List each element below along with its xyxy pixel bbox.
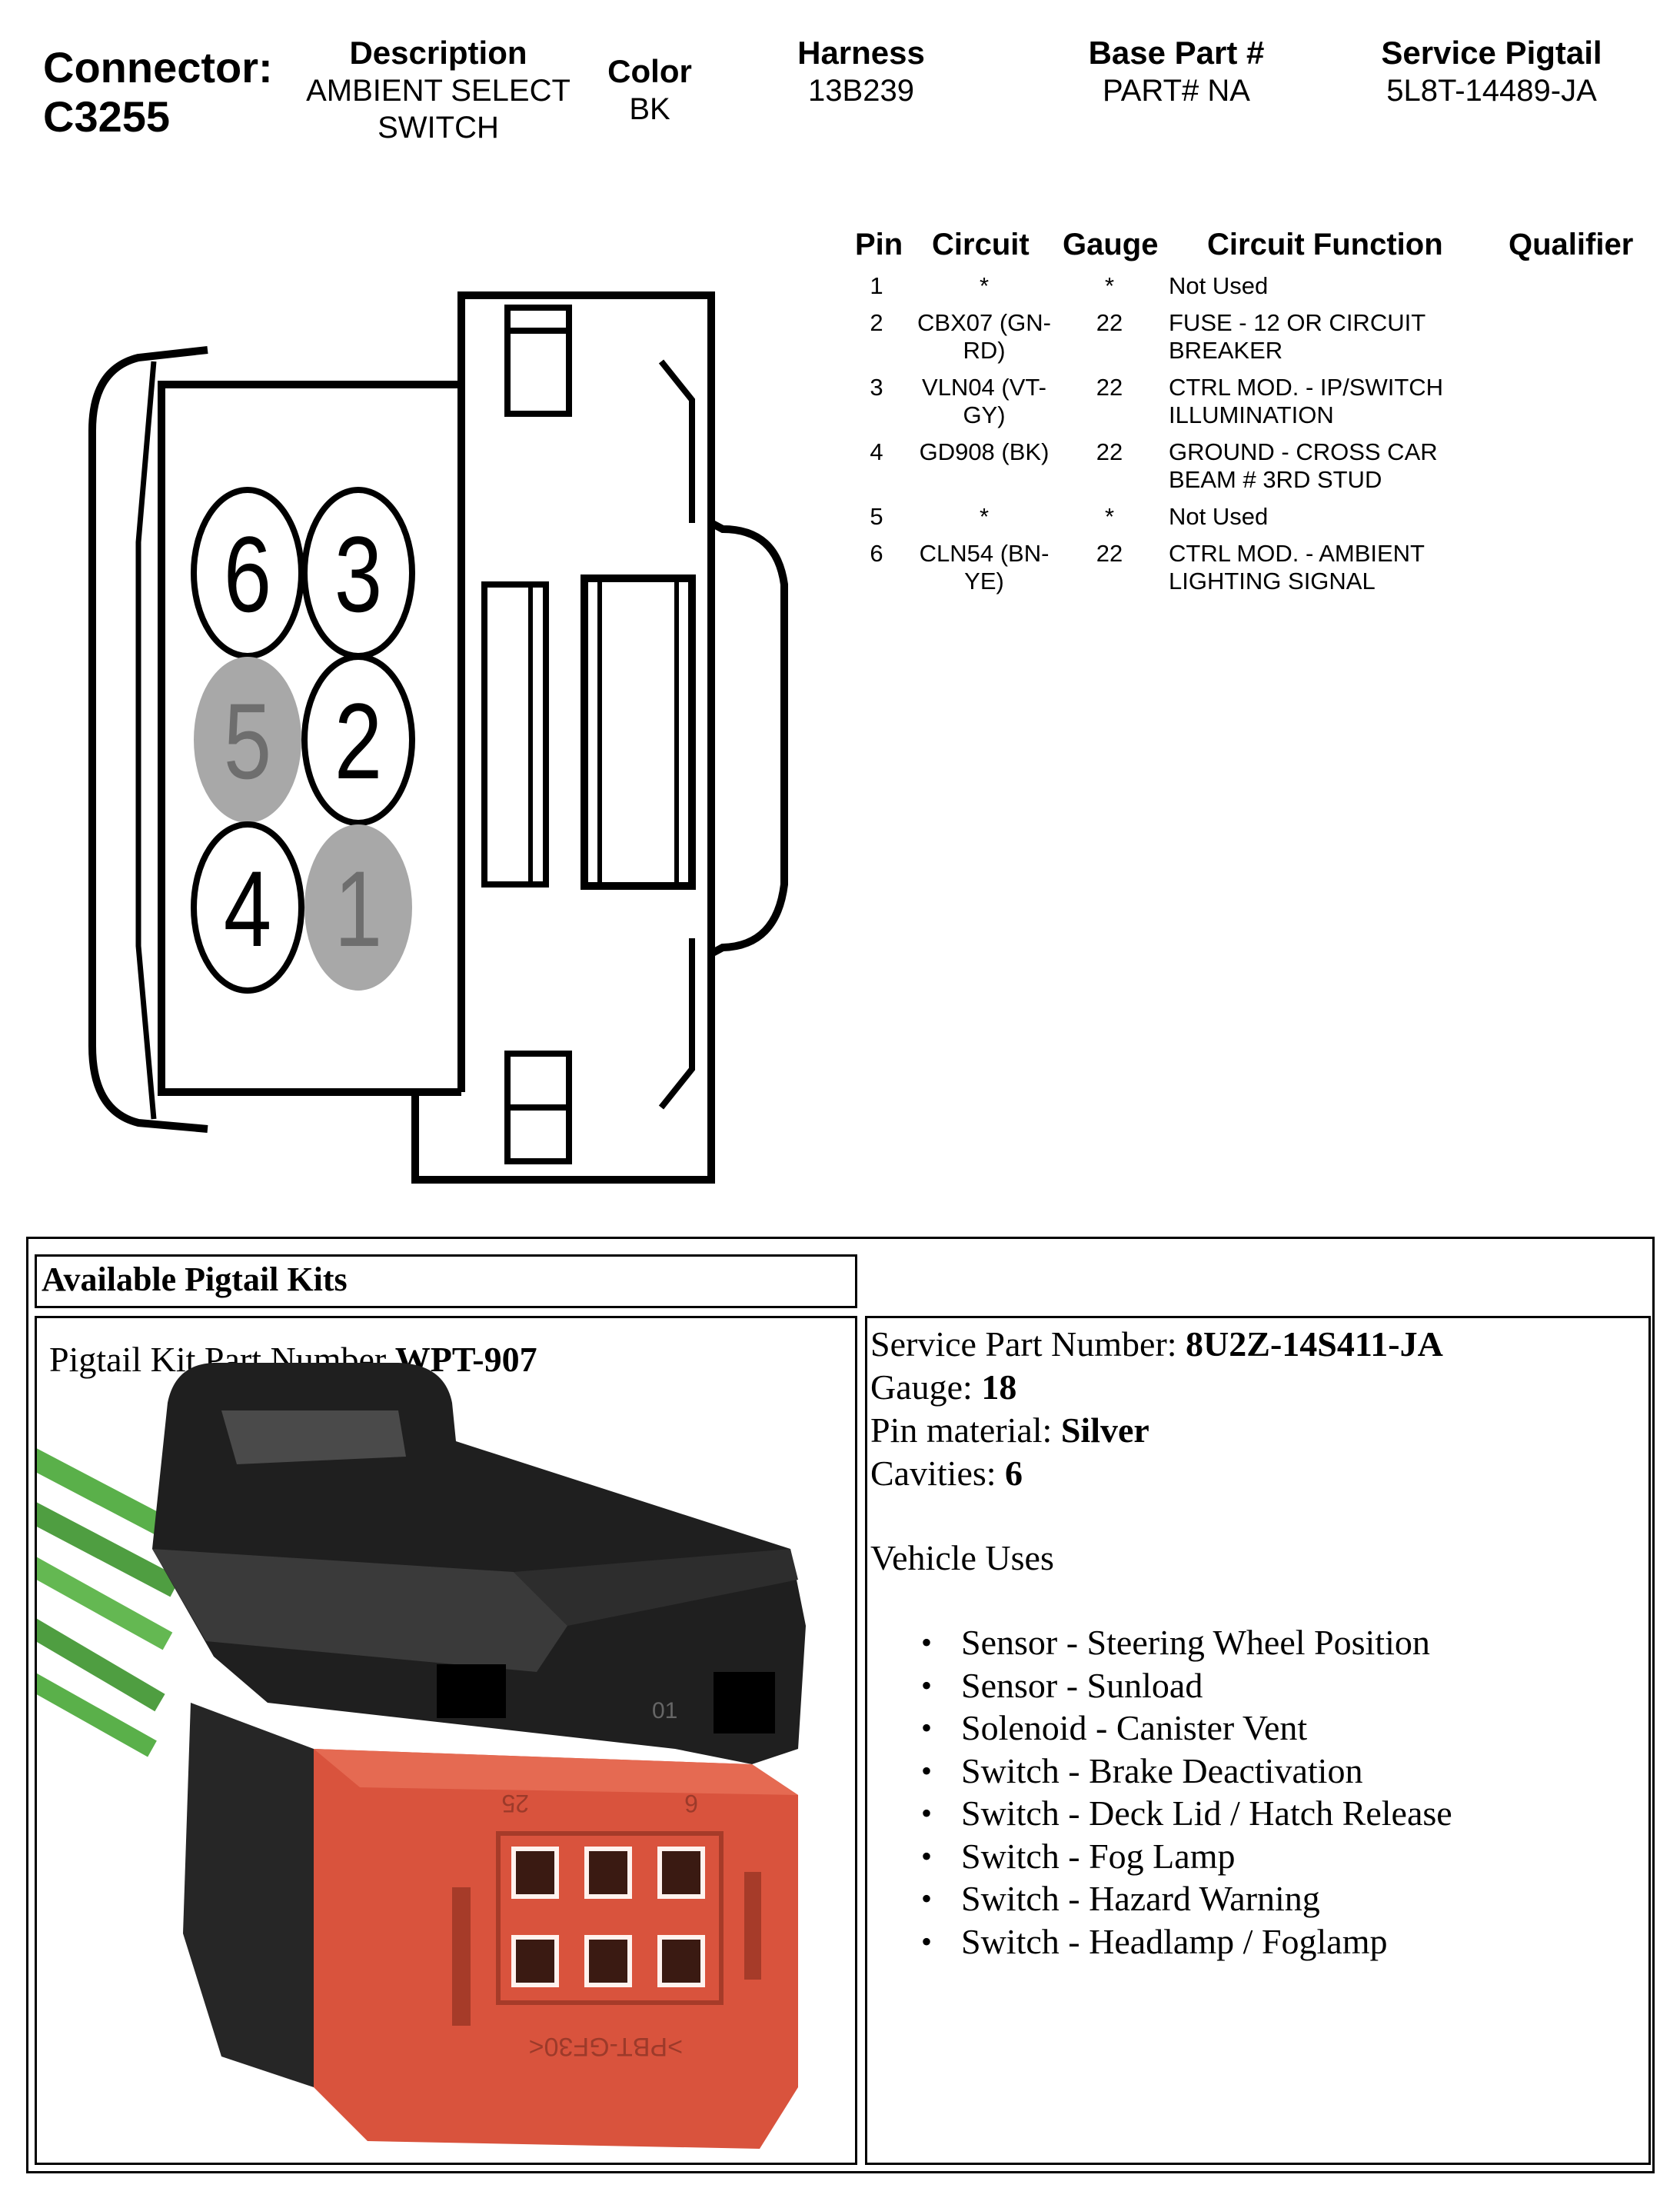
cavity-number: 6 [224,514,271,634]
photo-bottom-label: >PBT-GF30< [529,2032,683,2061]
pin-row-2-function: FUSE - 12 OR CIRCUIT BREAKER [1169,309,1426,364]
photo-pin-label-left: 25 [501,1790,529,1817]
color-label: Color [607,53,692,89]
pin-row-5-circuit: * [979,503,990,530]
pin-row-2-pin: 2 [870,309,883,336]
pin-table-header: Circuit Function [1207,228,1443,261]
pin-row-1-function: Not Used [1169,272,1269,299]
pin-row-6-circuit: CLN54 (BN-YE) [919,540,1050,594]
pin-row-6-function: CTRL MOD. - AMBIENT LIGHTING SIGNAL [1169,540,1425,594]
cavities-value: 6 [1005,1454,1023,1493]
harness-value: 13B239 [808,74,914,108]
pin-table-header: Circuit [932,228,1030,261]
cavity-5: 5 [194,657,301,823]
kits-title-cell: Available Pigtail Kits [35,1254,857,1308]
pin-row-2-gauge: 22 [1096,309,1123,336]
vehicle-use-item: Sensor - Sunload [921,1664,1648,1707]
pin-row-5-function: Not Used [1169,503,1269,530]
pin-row-6-gauge: 22 [1096,540,1123,567]
pin-table-header: Pin [855,228,903,261]
cavity-3: 3 [301,487,415,659]
pigtail-connector-photo: 01 25 6 >PBT-GF30< [37,1363,806,2149]
description-line2: SWITCH [378,111,499,145]
pin-row-3-gauge: 22 [1096,374,1123,401]
cavity-2: 2 [301,654,415,826]
vehicle-use-item: Switch - Fog Lamp [921,1835,1648,1878]
cavity-number: 2 [334,681,382,801]
service-part-label: Service Part Number: [870,1324,1186,1364]
vehicle-uses-list: Sensor - Steering Wheel PositionSensor -… [921,1621,1648,1963]
kits-title-spacer [865,1254,1651,1308]
pin-row-3-pin: 3 [870,374,883,401]
vehicle-uses-heading: Vehicle Uses [870,1538,1054,1577]
pin-material-label: Pin material: [870,1410,1061,1450]
vehicle-use-item: Switch - Headlamp / Foglamp [921,1920,1648,1963]
cavities-label: Cavities: [870,1454,1006,1493]
pin-row-1-gauge: * [1104,272,1115,299]
pin-row-5-gauge: * [1104,503,1115,530]
kits-title: Available Pigtail Kits [42,1261,348,1298]
pin-row-4-circuit: GD908 (BK) [919,438,1050,465]
pin-row-6-pin: 6 [870,540,883,567]
description-column: Description AMBIENT SELECT SWITCH [284,34,592,146]
photo-pin-label-right: 6 [684,1790,698,1817]
pin-row-1-circuit: * [979,272,990,299]
vehicle-use-item: Switch - Brake Deactivation [921,1750,1648,1793]
connector-label: Connector: [43,43,273,92]
cavity-number: 3 [334,514,382,634]
base-part-label: Base Part # [1088,35,1265,71]
cavity-number: 1 [334,848,382,969]
cavity-6: 6 [191,487,304,659]
pin-material: Pin material: Silver [870,1409,1648,1452]
gauge-label: Gauge: [870,1367,982,1407]
connector-heading: Connector: C3255 [43,43,273,142]
cavity-number: 4 [224,848,271,969]
description-label: Description [349,35,527,71]
pin-row-1-pin: 1 [870,272,883,299]
pin-row-2-circuit: CBX07 (GN-RD) [917,309,1051,364]
service-pigtail-label: Service Pigtail [1381,35,1602,71]
pin-row-4-function: GROUND - CROSS CAR BEAM # 3RD STUD [1169,438,1438,493]
base-part-column: Base Part # PART# NA [1053,34,1299,109]
harness-column: Harness 13B239 [738,34,984,109]
vehicle-use-item: Switch - Deck Lid / Hatch Release [921,1792,1648,1835]
photo-top-label: 01 [652,1698,677,1723]
pin-row-5-pin: 5 [870,503,883,530]
service-part-number: Service Part Number: 8U2Z-14S411-JA [870,1323,1648,1366]
pin-row-3-function: CTRL MOD. - IP/SWITCH ILLUMINATION [1169,374,1444,428]
cavity-4: 4 [191,821,304,994]
pin-row-4-gauge: 22 [1096,438,1123,465]
service-part-value: 8U2Z-14S411-JA [1186,1324,1443,1364]
kit-details-cell: Service Part Number: 8U2Z-14S411-JA Gaug… [865,1316,1651,2165]
pin-row-3-circuit: VLN04 (VT-GY) [922,374,1046,428]
service-pigtail-column: Service Pigtail 5L8T-14489-JA [1353,34,1630,109]
description-line1: AMBIENT SELECT [306,74,571,108]
connector-id: C3255 [43,92,171,141]
base-part-value: PART# NA [1103,74,1250,108]
harness-label: Harness [797,35,925,71]
pin-row-4-pin: 4 [870,438,883,465]
kit-photo-cell: Pigtail Kit Part Number WPT-907 01 25 6 [35,1316,857,2165]
kit-gauge: Gauge: 18 [870,1366,1648,1409]
vehicle-use-item: Switch - Hazard Warning [921,1877,1648,1920]
vehicle-use-item: Solenoid - Canister Vent [921,1707,1648,1750]
gauge-value: 18 [981,1367,1017,1407]
cavity-1: 1 [304,824,412,991]
cavity-number: 5 [224,681,271,801]
kit-cavities: Cavities: 6 [870,1452,1648,1495]
pin-table-header: Gauge [1063,228,1159,261]
pin-material-value: Silver [1060,1410,1149,1450]
color-value: BK [629,92,670,126]
pin-table-header: Qualifier [1509,228,1634,261]
vehicle-use-item: Sensor - Steering Wheel Position [921,1621,1648,1664]
pigtail-kits-panel: Available Pigtail Kits Pigtail Kit Part … [26,1237,1655,2173]
service-pigtail-value: 5L8T-14489-JA [1386,74,1597,108]
color-column: Color BK [592,52,707,128]
